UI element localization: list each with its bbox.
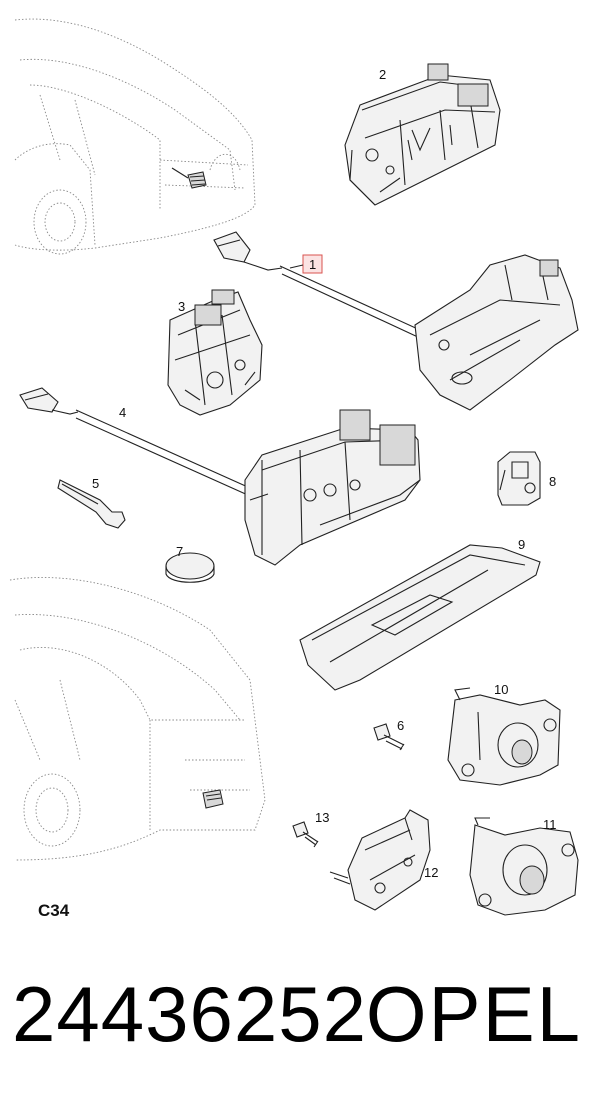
- vehicle-sedan-outline: [14, 18, 256, 255]
- sheet-label: C34: [38, 901, 70, 920]
- vehicle-estate-outline: [9, 577, 266, 861]
- part-11-mount: [469, 817, 579, 916]
- callout-1: 1: [309, 257, 316, 272]
- part-8-clip: [497, 451, 541, 506]
- part-number: 24436252: [12, 970, 368, 1058]
- callout-13: 13: [315, 810, 329, 825]
- callout-7: 7: [176, 544, 183, 559]
- callout-3: 3: [178, 299, 185, 314]
- part-10-mount: [447, 687, 561, 786]
- part-3-actuator: [167, 289, 263, 416]
- part-1-cable-latch: [213, 231, 579, 411]
- part-2-lock-module: [344, 63, 501, 206]
- part-5-key: [57, 479, 126, 529]
- part-4-cable-latch-unit: [19, 387, 421, 566]
- part-9-handle-tray: [299, 544, 541, 691]
- part-7-cap: [165, 552, 215, 583]
- part-13-screw: [292, 821, 319, 848]
- sedan-latch-marker: [171, 167, 207, 189]
- callout-10: 10: [494, 682, 508, 697]
- callout-1-highlight-box: [302, 254, 323, 274]
- callout-11: 11: [543, 817, 557, 832]
- part-12-bracket: [329, 809, 431, 911]
- footer: 24436252 OPEL: [0, 975, 600, 1085]
- part-6-bolt: [373, 723, 405, 751]
- callout-6: 6: [397, 718, 404, 733]
- callout-2: 2: [379, 67, 386, 82]
- estate-latch-marker: [202, 789, 224, 809]
- brand-name: OPEL: [365, 970, 582, 1058]
- callout-9: 9: [518, 537, 525, 552]
- parts-diagram: 1 2 3 4 5 6 7 8 9 10 11 12 13 C34: [9, 18, 579, 920]
- callout-12: 12: [424, 865, 438, 880]
- callout-5: 5: [92, 476, 99, 491]
- callout-4: 4: [119, 405, 126, 420]
- callout-8: 8: [549, 474, 556, 489]
